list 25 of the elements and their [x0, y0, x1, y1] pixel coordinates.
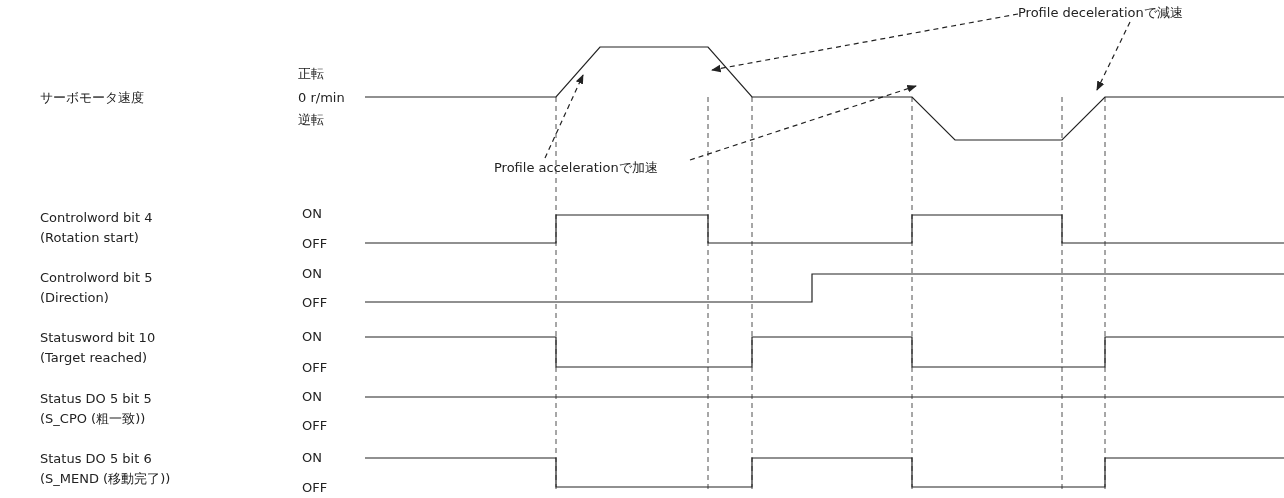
annotation-text: Profile accelerationで加速 [494, 158, 658, 178]
level-label: 正転 [298, 65, 324, 83]
level-label: ON [302, 388, 322, 406]
level-label: OFF [302, 294, 328, 312]
level-label: 逆転 [298, 111, 324, 129]
signal-name: Controlword bit 5 (Direction) [40, 269, 154, 307]
level-label: OFF [302, 359, 328, 377]
annotation-text: Profile decelerationで減速 [1018, 3, 1183, 23]
level-label: ON [302, 449, 322, 467]
signal-name: Controlword bit 4 (Rotation start) [40, 209, 154, 247]
level-label: OFF [302, 417, 328, 435]
leader-arrow [689, 85, 917, 161]
level-label: OFF [302, 235, 328, 253]
level-label: ON [302, 205, 322, 223]
leader-arrow [1096, 21, 1131, 91]
leader-arrow [711, 13, 1019, 73]
signal-name: サーボモータ速度 [40, 89, 145, 107]
level-label: OFF [302, 479, 328, 497]
level-label: 0 r/min [298, 89, 345, 107]
level-label: ON [302, 265, 322, 283]
signal-name: Status DO 5 bit 5 (S_CPO (粗一致)) [40, 390, 153, 428]
leader-arrow [544, 74, 584, 159]
signal-name: Statusword bit 10 (Target reached) [40, 329, 157, 367]
level-label: ON [302, 328, 322, 346]
signal-name: Status DO 5 bit 6 (S_MEND (移動完了)) [40, 450, 172, 488]
